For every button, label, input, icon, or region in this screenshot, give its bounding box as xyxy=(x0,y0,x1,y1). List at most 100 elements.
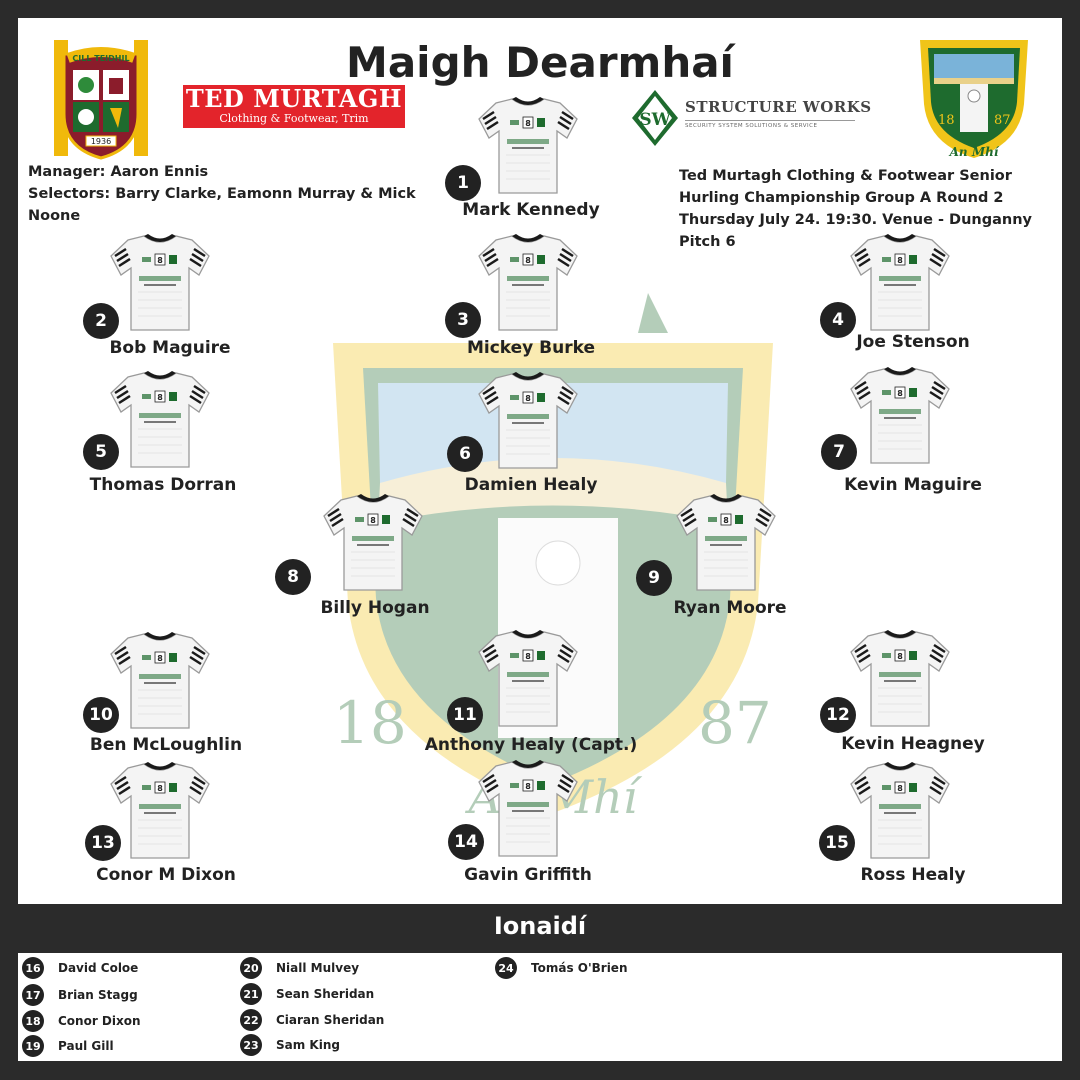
player-name: Ryan Moore xyxy=(673,598,787,618)
jersey-icon xyxy=(108,367,212,471)
county-crest-motto: An Mhí xyxy=(949,145,1000,159)
player-name: Kevin Heagney xyxy=(841,734,985,754)
subs-title: Ionaidí xyxy=(493,912,587,940)
staff-info: Manager: Aaron Ennis Selectors: Barry Cl… xyxy=(28,161,418,227)
county-crest: 18 87 An Mhí xyxy=(920,40,1028,159)
player-number-badge: 12 xyxy=(820,697,856,733)
sub-item: 23 Sam King xyxy=(240,1034,340,1056)
manager-line: Manager: Aaron Ennis xyxy=(28,164,209,180)
player-number-badge: 4 xyxy=(820,302,856,338)
player-name: Joe Stenson xyxy=(856,332,970,352)
structure-works-tagline: SECURITY SYSTEM SOLUTIONS & SERVICE xyxy=(685,123,818,129)
player-number-badge: 3 xyxy=(445,302,481,338)
player-name: Bob Maguire xyxy=(109,338,231,358)
sub-item: 18 Conor Dixon xyxy=(22,1010,141,1032)
county-crest-year-right: 87 xyxy=(994,113,1011,128)
player-number-badge: 7 xyxy=(821,434,857,470)
sub-number-badge: 21 xyxy=(240,983,262,1005)
sub-item: 19 Paul Gill xyxy=(22,1035,114,1057)
player-number-badge: 9 xyxy=(636,560,672,596)
sub-name: Tomás O'Brien xyxy=(531,961,628,975)
player-number-badge: 8 xyxy=(275,559,311,595)
jersey-icon xyxy=(108,230,212,334)
sub-number-badge: 20 xyxy=(240,957,262,979)
player-number-badge: 5 xyxy=(83,434,119,470)
jersey-icon xyxy=(476,756,580,860)
sub-item: 20 Niall Mulvey xyxy=(240,957,359,979)
page-title: Maigh Dearmhaí xyxy=(346,38,734,87)
jersey-icon xyxy=(674,490,778,594)
selectors-line: Selectors: Barry Clarke, Eamonn Murray &… xyxy=(28,186,416,224)
sub-name: Sean Sheridan xyxy=(276,987,375,1001)
sub-name: Ciaran Sheridan xyxy=(276,1013,385,1027)
county-crest-year-left: 18 xyxy=(938,113,955,128)
sub-name: Paul Gill xyxy=(58,1039,114,1053)
fixture-line-2: Hurling Championship Group A Round 2 xyxy=(679,190,1004,206)
club-crest-year: 1936 xyxy=(91,137,111,146)
structure-works-name: STRUCTURE WORKS xyxy=(685,98,872,116)
fixture-line-1: Ted Murtagh Clothing & Footwear Senior xyxy=(679,168,1012,184)
sub-item: 21 Sean Sheridan xyxy=(240,983,374,1005)
watermark-year-left: 18 xyxy=(333,689,407,757)
club-crest-text: CILL TEIDHIL xyxy=(72,54,129,63)
sub-number-badge: 17 xyxy=(22,984,44,1006)
structure-works-divider xyxy=(685,120,855,121)
club-crest: CILL TEIDHIL 1936 xyxy=(54,40,148,160)
player-number-badge: 10 xyxy=(83,697,119,733)
player-name: Gavin Griffith xyxy=(464,865,592,885)
sub-item: 16 David Coloe xyxy=(22,957,138,979)
fixture-info: Ted Murtagh Clothing & Footwear Senior H… xyxy=(679,165,1049,253)
player-number-badge: 2 xyxy=(83,303,119,339)
player-name: Mickey Burke xyxy=(466,338,596,358)
player-number-badge: 14 xyxy=(448,824,484,860)
structure-works-emblem: SW xyxy=(632,90,678,146)
jersey-icon xyxy=(476,368,580,472)
structure-works-initials: SW xyxy=(639,110,671,130)
sub-name: Sam King xyxy=(276,1038,340,1052)
fixture-line-3: Thursday July 24. 19:30. Venue - Dungann… xyxy=(679,212,1032,228)
sub-number-badge: 19 xyxy=(22,1035,44,1057)
jersey-icon xyxy=(108,628,212,732)
watermark-year-right: 87 xyxy=(698,689,772,757)
player-number-badge: 11 xyxy=(447,697,483,733)
structure-works-logo: SW STRUCTURE WORKS SECURITY SYSTEM SOLUT… xyxy=(630,88,871,150)
jersey-icon xyxy=(476,230,580,334)
jersey-icon xyxy=(848,626,952,730)
team-sheet-board: 18 87 An Mhí CILL TEIDHIL 1936 TED MURTA… xyxy=(18,18,1062,904)
sub-number-badge: 24 xyxy=(495,957,517,979)
player-number-badge: 1 xyxy=(445,165,481,201)
jersey-icon xyxy=(321,490,425,594)
sub-number-badge: 18 xyxy=(22,1010,44,1032)
sub-number-badge: 23 xyxy=(240,1034,262,1056)
sub-item: 22 Ciaran Sheridan xyxy=(240,1009,384,1031)
fixture-line-4: Pitch 6 xyxy=(679,234,736,250)
ted-murtagh-logo: TED MURTAGH Clothing & Footwear, Trim xyxy=(183,85,405,128)
player-name: Anthony Healy (Capt.) xyxy=(424,735,638,755)
player-name: Damien Healy xyxy=(464,475,598,495)
player-name: Kevin Maguire xyxy=(844,475,982,495)
sub-number-badge: 22 xyxy=(240,1009,262,1031)
jersey-icon xyxy=(848,758,952,862)
ted-murtagh-name: TED MURTAGH xyxy=(185,84,403,113)
player-number-badge: 13 xyxy=(85,825,121,861)
sub-name: David Coloe xyxy=(58,961,139,975)
player-name: Thomas Dorran xyxy=(89,475,237,495)
sub-item: 24 Tomás O'Brien xyxy=(495,957,628,979)
sub-name: Conor Dixon xyxy=(58,1014,141,1028)
ted-murtagh-tagline: Clothing & Footwear, Trim xyxy=(219,112,369,125)
player-number-badge: 6 xyxy=(447,436,483,472)
sub-name: Niall Mulvey xyxy=(276,961,360,975)
jersey-icon xyxy=(476,93,580,197)
jersey-icon xyxy=(108,758,212,862)
jersey-icon xyxy=(476,626,580,730)
player-name: Mark Kennedy xyxy=(462,200,600,220)
player-name: Billy Hogan xyxy=(320,598,430,618)
player-name: Ben McLoughlin xyxy=(89,735,243,755)
player-number-badge: 15 xyxy=(819,825,855,861)
jersey-icon xyxy=(848,230,952,334)
sub-number-badge: 16 xyxy=(22,957,44,979)
jersey-icon xyxy=(848,363,952,467)
player-name: Conor M Dixon xyxy=(96,865,236,885)
